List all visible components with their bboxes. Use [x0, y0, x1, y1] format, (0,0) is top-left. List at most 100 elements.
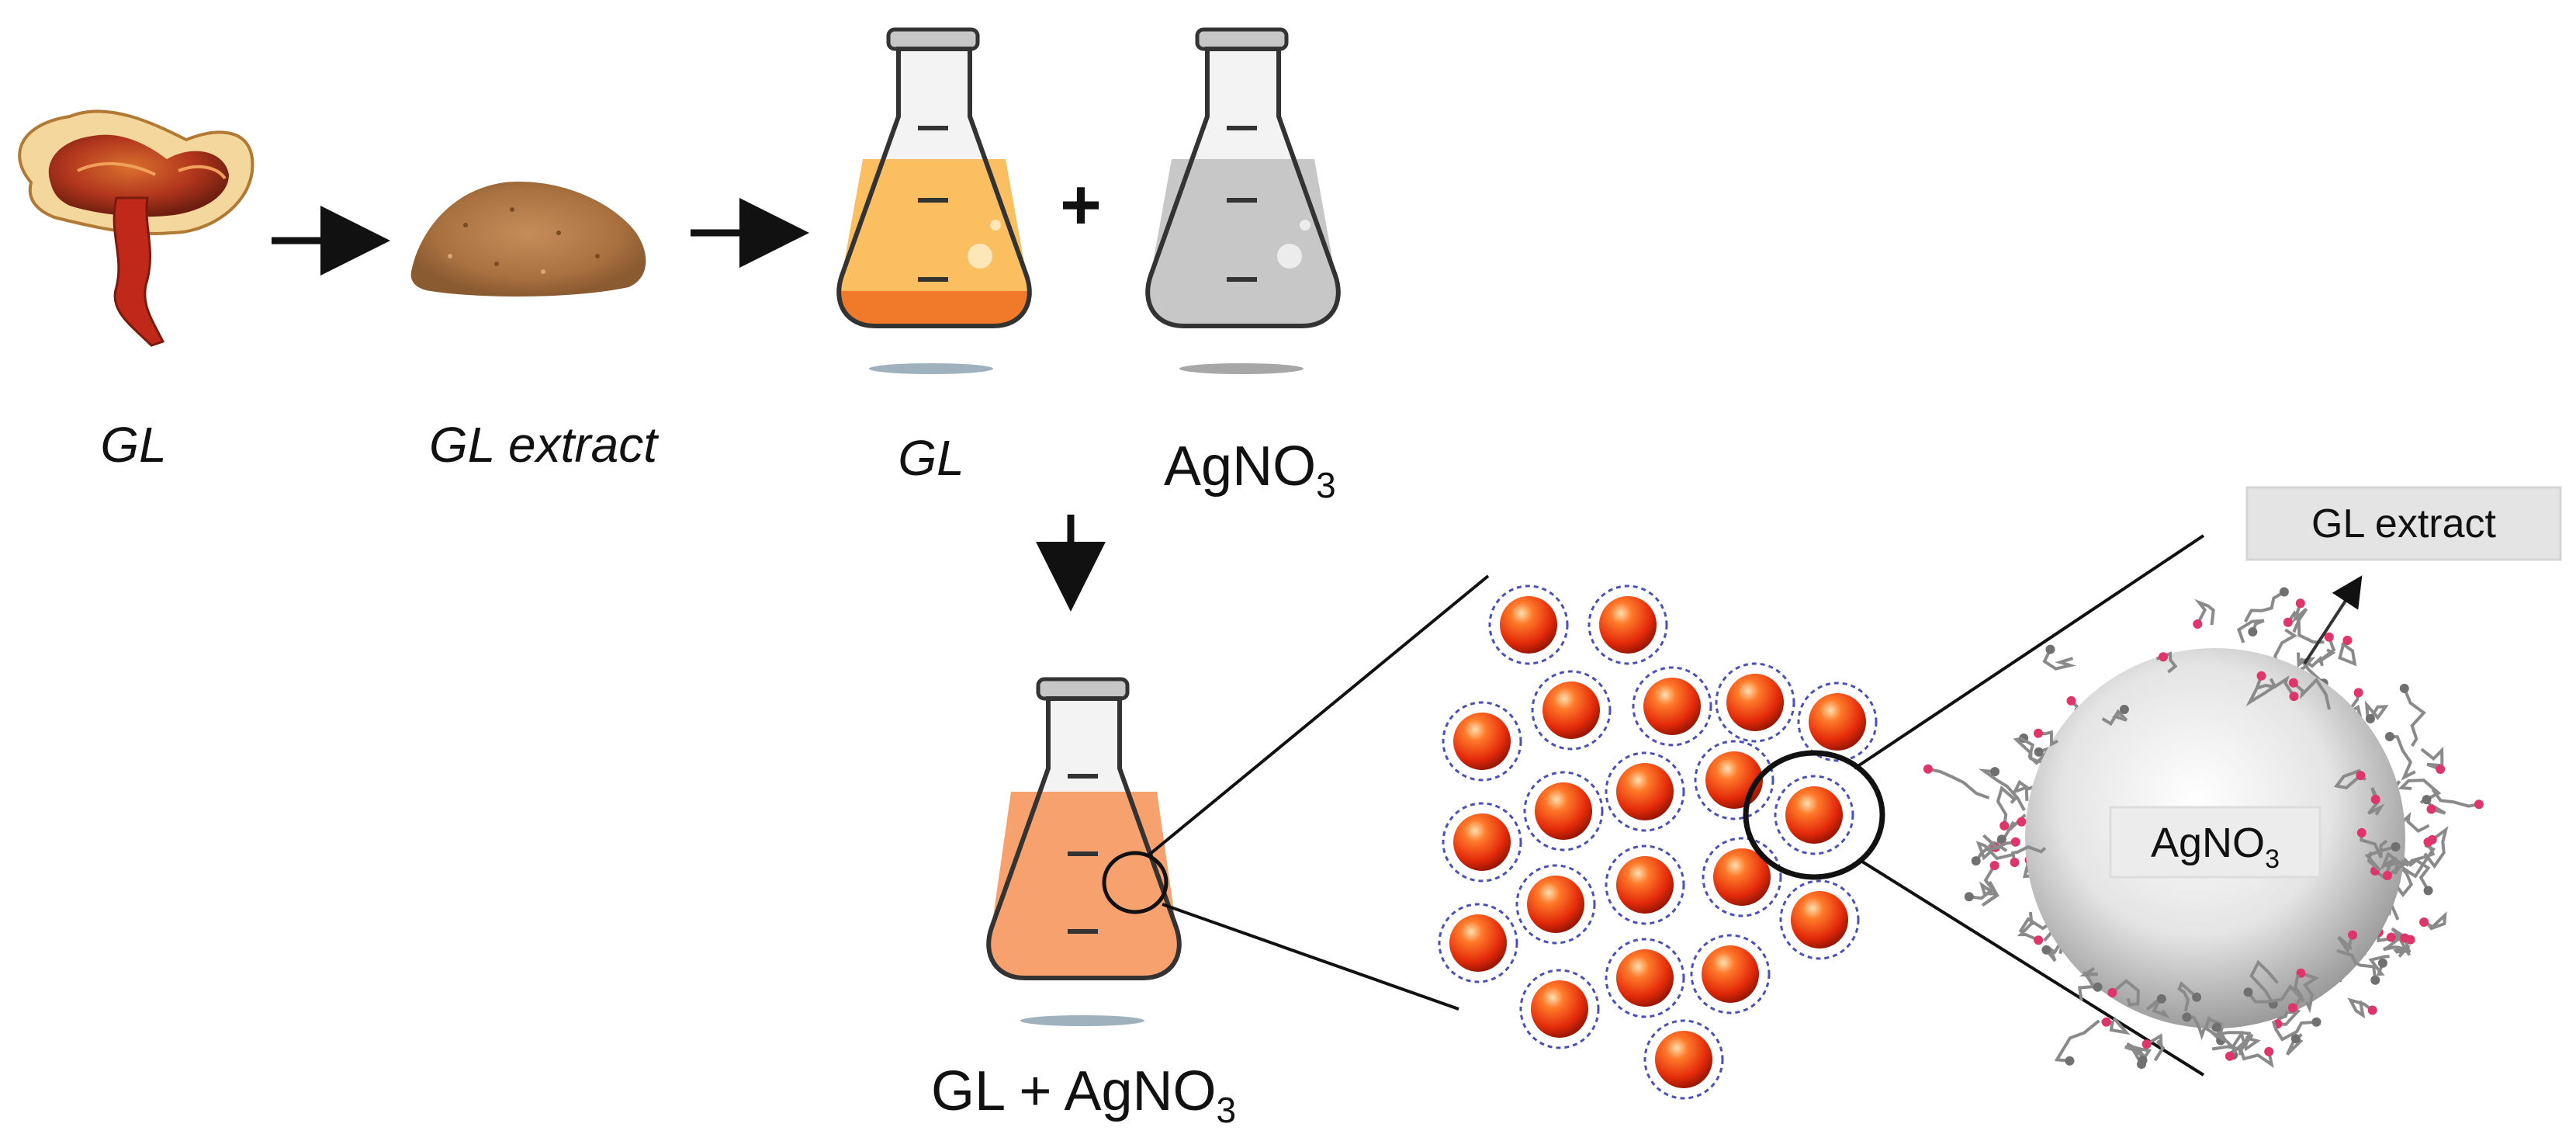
molecule-bond: [2236, 619, 2265, 643]
molecule-atom: [1996, 834, 2006, 844]
plus-sign: +: [1060, 165, 1102, 244]
nanoparticle: [1809, 693, 1866, 751]
molecule-atom: [2353, 688, 2363, 698]
zoom-circle-flask: [1102, 851, 1169, 914]
zoom-line-lower: [1162, 903, 1459, 1011]
molecule-atom: [2287, 1003, 2297, 1013]
label-agno3-core-main: AgNO: [2151, 820, 2265, 866]
molecule-bond: [2337, 934, 2354, 955]
molecule-atom: [2426, 804, 2436, 814]
molecule-atom: [2107, 987, 2117, 997]
nanoparticle: [1453, 713, 1511, 770]
molecule-atom: [2138, 1056, 2148, 1065]
molecule-atom: [2225, 1051, 2235, 1061]
nanoparticle-shell: [1797, 681, 1878, 762]
molecule-atom: [1989, 861, 2000, 871]
nanoparticle-cluster: [1438, 584, 1878, 1100]
molecule-bond: [2389, 735, 2416, 781]
molecule-bond: [2364, 845, 2397, 872]
molecule-bond: [2145, 1033, 2166, 1062]
molecule-atom: [2436, 765, 2446, 774]
molecule-atom: [1971, 856, 1981, 866]
label-agno3-main: AgNO: [1164, 435, 1316, 498]
molecule-bond: [2420, 746, 2444, 771]
molecule-atom: [1964, 892, 1974, 902]
nanoparticle: [1542, 681, 1600, 739]
molecule-atom: [2423, 837, 2433, 847]
molecule-bond: [2423, 910, 2447, 931]
molecule-atom: [2017, 817, 2027, 827]
molecule-bond: [2367, 787, 2385, 816]
molecule-bond: [2249, 959, 2279, 1005]
molecule-atom: [2365, 714, 2375, 723]
nanoparticle: [1527, 876, 1584, 933]
capped-nanoparticle: AgNO3: [1923, 587, 2484, 1069]
nanoparticle: [1616, 763, 1674, 820]
label-agno3-core: AgNO3: [2151, 820, 2280, 874]
molecule-atom: [2311, 1017, 2322, 1027]
molecule-bond: [2393, 937, 2412, 958]
nanoparticle-shell: [1605, 938, 1685, 1018]
molecule-atom: [2156, 994, 2166, 1004]
molecule-bond: [2368, 955, 2390, 976]
molecule-bond: [2211, 1033, 2254, 1058]
label-mixture-main: GL + AgNO: [931, 1060, 1217, 1122]
molecule-atom: [2141, 1039, 2152, 1049]
molecule-bond: [2145, 996, 2170, 1019]
molecule-atom: [2342, 636, 2353, 645]
molecule-bond: [2318, 636, 2336, 664]
label-mixture: GL + AgNO3: [931, 1060, 1236, 1130]
label-extract-callout: GL extract: [2311, 501, 2496, 546]
nanoparticle: [1500, 596, 1557, 654]
nanoparticle-shell: [1643, 1019, 1724, 1100]
molecule-atom: [2041, 945, 2051, 955]
molecule-atom: [2419, 917, 2429, 927]
molecule-bond: [2360, 832, 2388, 858]
molecule-atom: [2192, 992, 2202, 1002]
molecule-bond: [1996, 785, 2017, 827]
molecule-atom: [2377, 958, 2387, 968]
molecule-bond: [2155, 651, 2178, 674]
molecule-atom: [2400, 933, 2410, 943]
mixture-flask: [986, 677, 1182, 1026]
molecule-atom: [2034, 728, 2043, 738]
molecule-bond: [2364, 700, 2389, 720]
zoom-line-lower-2: [1861, 860, 2205, 1077]
molecule-bond: [2382, 935, 2409, 952]
label-gl-mushroom: GL: [100, 417, 166, 473]
gl-flask: [836, 27, 1032, 374]
nanoparticle-shell: [1605, 844, 1685, 925]
molecule-atom: [2264, 1046, 2274, 1056]
molecule-atom: [2356, 771, 2366, 781]
molecule-atom: [2279, 587, 2289, 597]
molecule-atom: [1990, 767, 2000, 777]
molecule-atom: [2289, 692, 2299, 702]
nanoparticle-shell: [1605, 751, 1685, 832]
extract-powder-illustration: [410, 182, 646, 297]
nanoparticle: [1791, 891, 1848, 949]
molecule-bond: [2347, 997, 2373, 1019]
molecule-bond: [2126, 1042, 2152, 1062]
molecule-bond: [1982, 834, 2016, 851]
nanoparticle-shell: [1488, 584, 1569, 665]
mushroom-illustration: [18, 109, 254, 347]
molecule-bond: [2338, 639, 2357, 667]
nanoparticle-shell: [1715, 662, 1795, 743]
nanoparticle-shell: [1442, 802, 1522, 883]
molecule-bond: [1927, 767, 1990, 799]
molecule-bond: [2204, 1015, 2225, 1042]
nanoparticle-shell: [1632, 666, 1712, 747]
agno3-core-label-box: [2109, 806, 2322, 879]
molecule-atom: [2243, 987, 2253, 997]
nanoparticle: [1785, 786, 1843, 844]
molecule-atom: [2399, 683, 2409, 693]
nanoparticle-shell: [1519, 969, 1600, 1049]
molecule-bond: [2300, 971, 2320, 1014]
molecule-atom: [2182, 1012, 2192, 1022]
molecule-atom: [2324, 632, 2334, 642]
zoom-line-upper-2: [1853, 534, 2205, 770]
molecule-atom: [2256, 671, 2266, 681]
molecule-bond: [1975, 841, 2013, 861]
nanoparticle-shell: [1442, 701, 1522, 782]
molecule-bond: [2287, 610, 2325, 644]
